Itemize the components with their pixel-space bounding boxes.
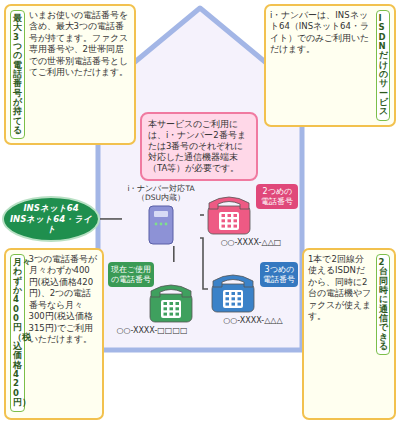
phone-body <box>212 284 254 312</box>
key <box>232 292 236 295</box>
key <box>232 297 236 300</box>
key <box>238 292 242 295</box>
ta-lamp <box>160 223 163 226</box>
phone-wire <box>173 246 175 262</box>
key <box>222 214 226 217</box>
ta-panel <box>154 211 168 217</box>
panel-heading: 最大3つの電話番号が持てる <box>10 10 25 139</box>
phone-body <box>208 206 250 234</box>
device-label: i・ナンバー対応TA（DSU内蔵） <box>122 184 200 202</box>
keypad <box>161 300 181 318</box>
key <box>238 303 242 306</box>
ta-symbol <box>146 204 176 246</box>
panel-heading: 2台同時に通信できる <box>376 254 391 355</box>
service-name: INSネット64 <box>8 203 94 214</box>
phone-wire <box>200 214 204 216</box>
telephone: 現在ご使用の電話番号 ○○-XXXX-□□□□ <box>108 262 196 338</box>
key <box>164 313 168 316</box>
phone-handset <box>213 275 253 287</box>
key <box>176 302 180 305</box>
key <box>164 307 168 310</box>
key <box>176 313 180 316</box>
line-service-oval: INSネット64INSネット64・ライト <box>2 196 100 242</box>
feature-panel: ISDNだけのサービス i・ナンバーは、INSネット64（INSネット64・ライト… <box>264 4 396 127</box>
key <box>232 303 236 306</box>
service-name: INSネット64・ライト <box>8 214 94 235</box>
key <box>226 292 230 295</box>
phone-number: ○○-XXXX-△△△ <box>208 316 298 326</box>
keypad <box>223 290 243 308</box>
panel-heading: 月々わずか400円（税込価格420円） <box>10 254 25 412</box>
panel-heading: ISDNだけのサービス <box>376 10 391 121</box>
phone-wire <box>100 218 122 220</box>
phone-symbol <box>208 266 258 314</box>
ta-lamp <box>155 223 158 226</box>
key <box>234 214 238 217</box>
key <box>170 313 174 316</box>
phone-body <box>150 294 192 322</box>
phone-number: ○○-XXXX-□□□□ <box>108 326 196 336</box>
panel-body: 3つの電話番号が月々わずか400円(税込価格420円)、2つの電話番号なら月々3… <box>29 254 99 346</box>
key <box>222 219 226 222</box>
number-label: 3つめの電話番号 <box>260 262 298 287</box>
key <box>234 225 238 228</box>
key <box>222 225 226 228</box>
phone-handset <box>209 197 249 209</box>
key <box>176 307 180 310</box>
key <box>228 214 232 217</box>
phone-number: ○○-XXXX-△△□ <box>204 238 298 248</box>
panel-body: i・ナンバーは、INSネット64（INSネット64・ライト）でのみご利用いただけ… <box>270 10 372 56</box>
note-text: 本サービスのご利用には、i・ナンバー2番号または3番号のそれぞれに対応した通信機… <box>148 119 250 174</box>
ta-lamp <box>165 223 168 226</box>
feature-panel: 最大3つの電話番号が持てるいまお使いの電話番号を含め、最大3つの電話番号が持てま… <box>4 4 136 145</box>
telephone: 2つめの電話番号 ○○-XXXX-△△□ <box>204 184 298 250</box>
number-label: 2つめの電話番号 <box>256 184 298 209</box>
key <box>228 225 232 228</box>
feature-panel: 2台同時に通信できる 1本で2回線分使えるISDNだから、同時に2台の電話機やファ… <box>302 248 396 420</box>
ta-case <box>149 206 173 244</box>
number-label: 現在ご使用の電話番号 <box>108 262 154 287</box>
panel-body: いまお使いの電話番号を含め、最大3つの電話番号が持てます。ファクス専用番号や、2… <box>29 10 131 79</box>
telephone: 3つめの電話番号 ○○-XXXX-△△△ <box>208 262 298 328</box>
key <box>228 219 232 222</box>
key <box>164 302 168 305</box>
phone-symbol <box>204 188 254 236</box>
key <box>226 297 230 300</box>
key <box>226 303 230 306</box>
ta-device: i・ナンバー対応TA（DSU内蔵） <box>122 184 200 246</box>
note-callout: 本サービスのご利用には、i・ナンバー2番号または3番号のそれぞれに対応した通信機… <box>140 112 258 181</box>
feature-panel: 月々わずか400円（税込価格420円） 3つの電話番号が月々わずか400円(税込価… <box>4 248 104 420</box>
key <box>170 302 174 305</box>
key <box>234 219 238 222</box>
panel-body: 1本で2回線分使えるISDNだから、同時に2台の電話機やファクスが使えます。 <box>308 254 372 323</box>
keypad <box>219 212 239 230</box>
phone-handset <box>151 285 191 297</box>
key <box>238 297 242 300</box>
phone-wire <box>200 238 208 289</box>
key <box>170 307 174 310</box>
